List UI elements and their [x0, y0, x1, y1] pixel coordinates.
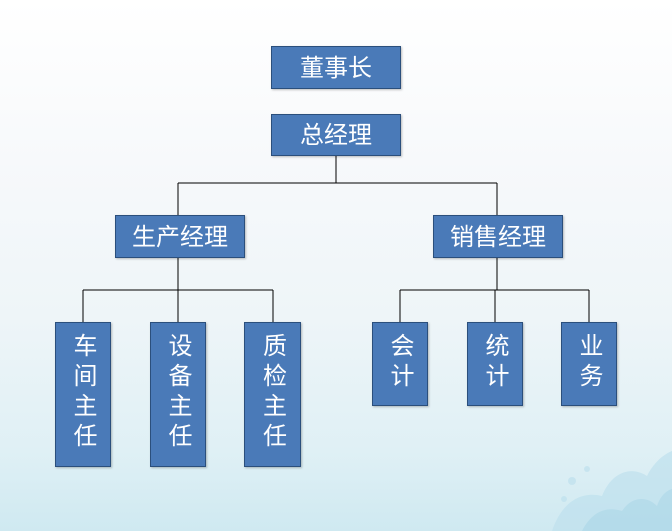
chairman-label: 董事长 — [300, 53, 372, 82]
statistics-box: 统计 — [467, 322, 523, 406]
production-manager-label: 生产经理 — [132, 222, 228, 251]
quality-director-box: 质检主任 — [244, 322, 301, 467]
quality-director-label: 质检主任 — [258, 333, 287, 453]
general-manager-label: 总经理 — [300, 121, 372, 149]
accounting-box: 会计 — [372, 322, 428, 406]
business-box: 业务 — [561, 322, 617, 406]
statistics-label: 统计 — [481, 333, 509, 393]
sales-manager-label: 销售经理 — [450, 222, 546, 251]
general-manager-box: 总经理 — [271, 114, 401, 156]
business-label: 业务 — [575, 333, 603, 393]
production-manager-box: 生产经理 — [115, 215, 245, 258]
decorative-splash — [552, 451, 672, 531]
sales-manager-box: 销售经理 — [433, 215, 563, 258]
accounting-label: 会计 — [386, 333, 414, 393]
equipment-director-label: 设备主任 — [164, 333, 192, 453]
equipment-director-box: 设备主任 — [150, 322, 206, 467]
workshop-director-box: 车间主任 — [55, 322, 111, 467]
chairman-box: 董事长 — [271, 46, 401, 89]
workshop-director-label: 车间主任 — [69, 333, 97, 453]
